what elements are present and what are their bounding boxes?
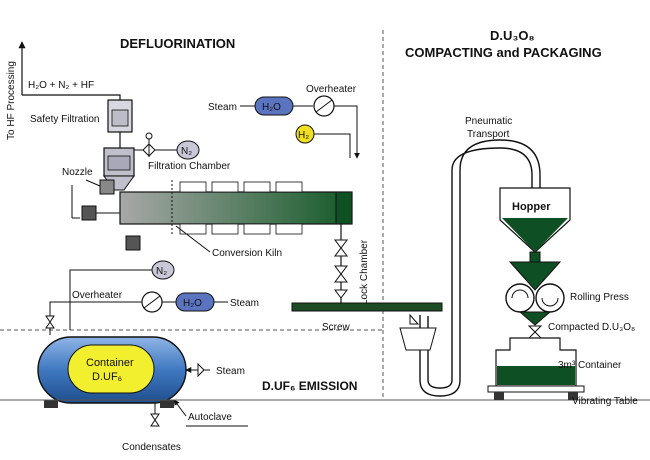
nozzle-label: Nozzle [62, 167, 93, 178]
container-label-1: Container [86, 357, 134, 369]
h2o-top-text: H₂O [262, 102, 281, 113]
safety-filter [21, 80, 133, 133]
condensates-label: Condensates [122, 442, 181, 453]
title-du3o8: D.U₃O₈ [490, 28, 535, 43]
overheater-bottom [141, 291, 163, 313]
vibrating-table-label: Vibrating Table [572, 396, 638, 407]
steam-autoclave-label: Steam [216, 366, 245, 377]
container-3m3 [495, 337, 577, 387]
steam-bottom-label: Steam [230, 298, 259, 309]
n2-top-text: N₂ [181, 146, 192, 157]
conversion-kiln-label: Conversion Kiln [212, 248, 282, 259]
filtration-chamber-label: Filtration Chamber [148, 161, 231, 172]
container-label-2: D.UF₆ [92, 371, 122, 383]
overheater-bottom-label: Overheater [72, 290, 123, 301]
lock-chamber [334, 224, 348, 305]
vibrating-table [487, 385, 585, 400]
autoclave-vessel [37, 336, 187, 408]
pneumatic-transport-pipe [419, 139, 541, 397]
section-dividers [0, 30, 384, 400]
hopper-label: Hopper [512, 201, 551, 213]
gas-mix-label: H₂O + N₂ + HF [28, 80, 94, 91]
container-3m3-label: 3m³ Container [558, 360, 622, 371]
title-emission: D.UF₆ EMISSION [262, 379, 357, 393]
title-compacting: COMPACTING and PACKAGING [405, 45, 602, 60]
screw-conveyor [291, 302, 443, 312]
hopper [499, 187, 571, 263]
n2-mid-text: N₂ [156, 266, 167, 277]
overheater-top [313, 95, 335, 117]
safety-filtration-label: Safety Filtration [30, 114, 99, 125]
nozzle [99, 179, 115, 195]
title-defluorination: DEFLUORINATION [120, 36, 235, 51]
overheater-top-label: Overheater [306, 84, 357, 95]
steam-top-label: Steam [208, 102, 237, 113]
conversion-kiln [119, 180, 353, 236]
to-hf-label: To HF Processing [6, 61, 17, 140]
compacted-valve [527, 325, 543, 339]
drive-motor-left [81, 205, 97, 221]
autoclave-label: Autoclave [188, 412, 232, 423]
filtration-chamber [103, 147, 135, 191]
screw-label: Screw [322, 322, 351, 333]
h2o-bottom-text: H₂O [183, 298, 202, 309]
lock-chamber-label: Lock Chamber [359, 239, 370, 305]
rolling-press [505, 261, 565, 326]
cyclone-receiver [399, 313, 437, 351]
pneumatic-label-2: Transport [467, 129, 510, 140]
n2-top-badge [176, 140, 200, 160]
h2-text: H₂ [298, 130, 309, 141]
rolling-press-label: Rolling Press [570, 292, 629, 303]
pneumatic-label-1: Pneumatic [465, 116, 512, 127]
compacted-label: Compacted D.U₃O₈ [548, 322, 635, 333]
drive-motor-bottom [125, 235, 141, 251]
